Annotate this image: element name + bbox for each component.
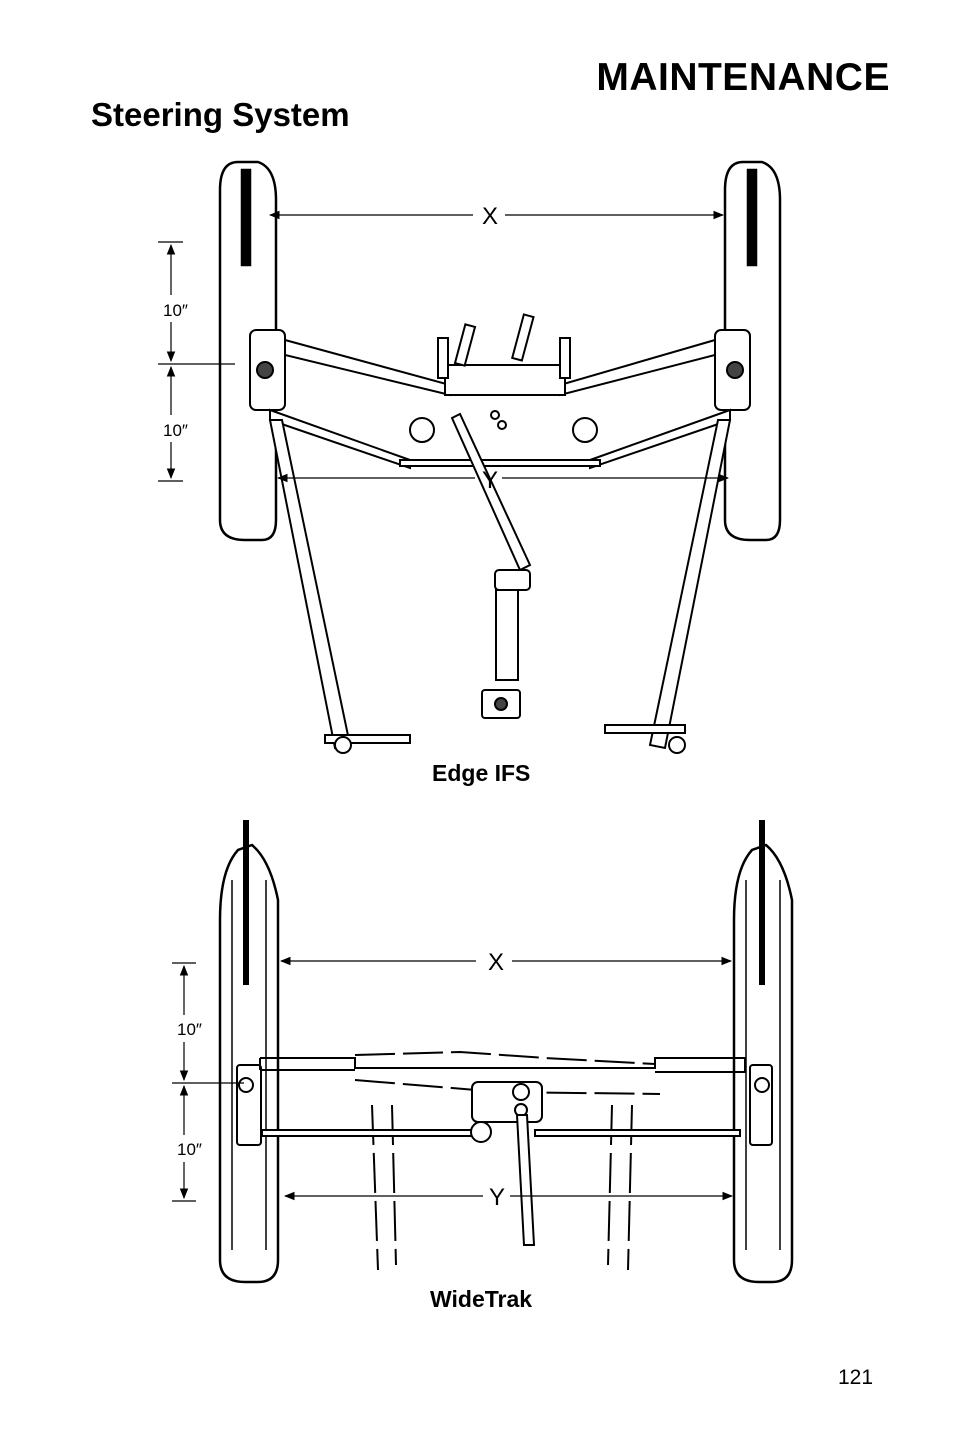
page-title: Steering System — [91, 96, 350, 133]
left-ski — [218, 160, 278, 542]
page-number: 121 — [838, 1366, 874, 1389]
edge-upper-dim: 10″ — [163, 301, 188, 320]
edge-x-label: X — [482, 203, 498, 230]
right-ski — [723, 160, 782, 542]
right-ski — [732, 820, 794, 1284]
widetrak-caption: WideTrak — [430, 1286, 533, 1312]
left-ski — [218, 820, 280, 1284]
widetrak-x-label: X — [488, 949, 504, 976]
edge-ifs-caption: Edge IFS — [432, 760, 531, 786]
section-title: MAINTENANCE — [596, 56, 890, 99]
widetrak-diagram: X Y 10″ 10″ — [0, 810, 954, 1290]
edge-ifs-diagram: X Y 10″ 10″ — [0, 150, 954, 770]
widetrak-upper-dim: 10″ — [177, 1020, 202, 1039]
edge-y-label: Y — [482, 467, 498, 494]
widetrak-y-label: Y — [489, 1184, 505, 1211]
edge-lower-dim: 10″ — [163, 421, 188, 440]
widetrak-lower-dim: 10″ — [177, 1140, 202, 1159]
